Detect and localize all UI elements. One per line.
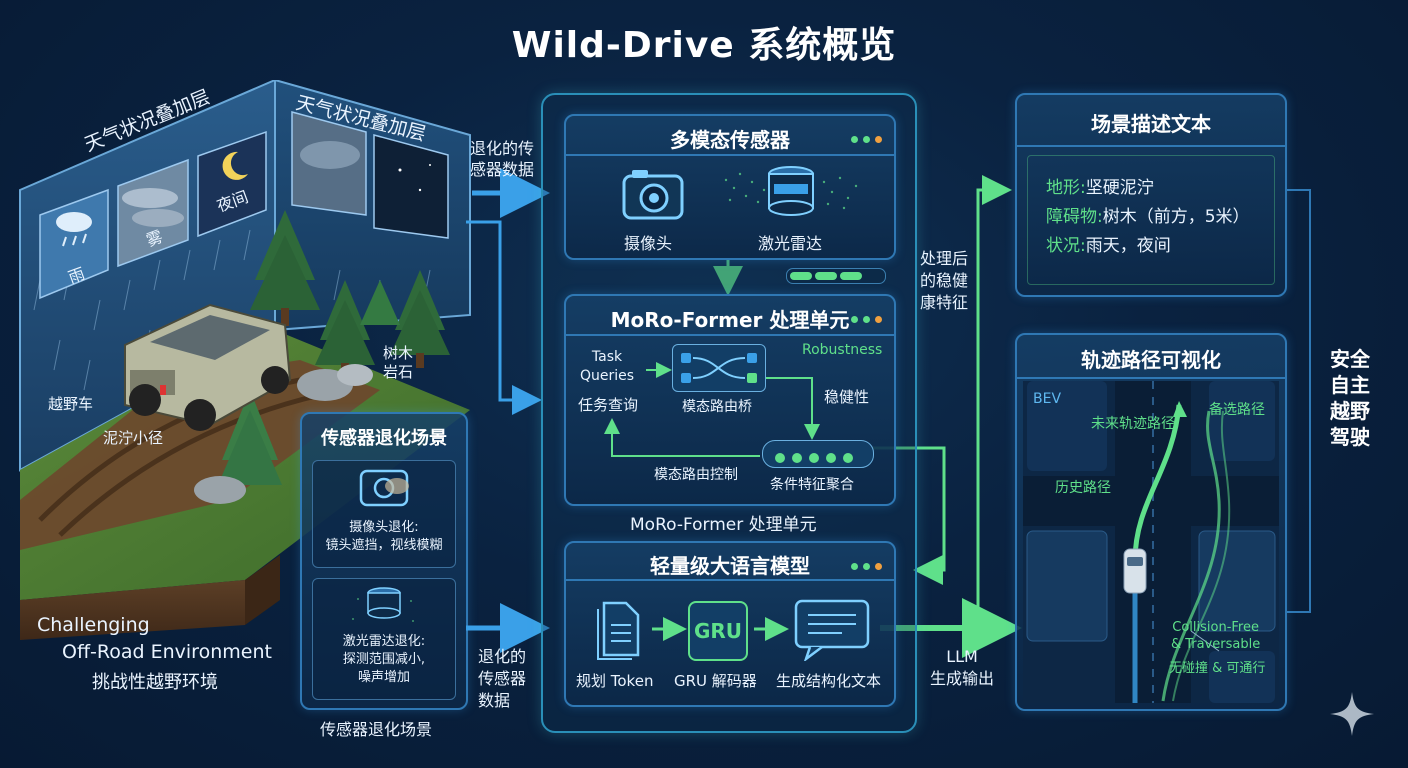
bev-label: BEV bbox=[1033, 391, 1062, 407]
sensor-degradation-caption: 传感器退化场景 bbox=[320, 720, 433, 739]
window-dots bbox=[846, 555, 882, 574]
robustness-cn-label: 稳健性 bbox=[824, 388, 870, 406]
page-title: Wild-Drive 系统概览 bbox=[511, 25, 897, 66]
rocks bbox=[194, 364, 373, 504]
processing-progress-bar bbox=[786, 268, 886, 284]
moro-internal-arrows bbox=[604, 362, 820, 457]
sparkle-icon bbox=[1330, 692, 1374, 736]
camera-degradation-card: 摄像头退化: 镜头遮挡，视线模糊 bbox=[312, 460, 456, 568]
arrow-moro-to-llm bbox=[870, 446, 946, 585]
camera-label: 摄像头 bbox=[624, 234, 673, 253]
feature-aggregation-box bbox=[762, 440, 874, 468]
gru-decoder-label: GRU 解码器 bbox=[674, 672, 757, 690]
offroad-vehicle bbox=[124, 303, 292, 431]
lidar-degraded-icon bbox=[352, 587, 414, 622]
env-cn: 挑战性越野环境 bbox=[92, 672, 218, 693]
llm-output-label: LLM 生成输出 bbox=[930, 647, 995, 688]
arrow-to-scene-text bbox=[976, 175, 1012, 628]
weather-tile-night bbox=[197, 130, 267, 238]
multimodal-sensors-title: 多模态传感器 bbox=[670, 128, 790, 152]
alt-path-line bbox=[1161, 410, 1221, 702]
vehicle-label: 越野车 bbox=[48, 395, 94, 413]
llm-internal-arrows bbox=[652, 617, 789, 641]
arrow-scene-to-moro bbox=[466, 220, 542, 415]
alt-path-label: 备选路径 bbox=[1209, 402, 1265, 418]
gru-block: GRU bbox=[688, 601, 748, 661]
sensor-degradation-title: 传感器退化场景 bbox=[321, 428, 447, 449]
camera-degradation-text: 摄像头退化: 镜头遮挡，视线模糊 bbox=[325, 520, 443, 553]
weather-tile-storm bbox=[291, 111, 367, 216]
weather-tile-dark bbox=[373, 134, 449, 239]
history-path-label: 历史路径 bbox=[1055, 480, 1111, 496]
offroad-scene bbox=[19, 80, 471, 640]
plan-token-label: 规划 Token bbox=[576, 672, 654, 690]
mud-path-label: 泥泞小径 bbox=[103, 429, 164, 447]
ego-vehicle bbox=[1123, 548, 1147, 594]
task-queries-cn-label: 任务查询 bbox=[578, 396, 639, 414]
collision-free-en-label: Collision-Free & Traversable bbox=[1171, 620, 1261, 652]
trajectory-panel: 轨迹路径可视化 BEV 未来轨迹路径 备选路径 历史路径 Collision-F… bbox=[1015, 333, 1287, 711]
lidar-icon bbox=[724, 166, 858, 216]
degraded-data-bottom-label: 退化的 传感器 数据 bbox=[478, 647, 527, 710]
lidar-label: 激光雷达 bbox=[758, 234, 823, 253]
trajectory-title: 轨迹路径可视化 bbox=[1081, 348, 1221, 372]
obstacle-row: 障碍物:树木（前方，5米） bbox=[1046, 207, 1250, 227]
task-queries-label: Task Queries bbox=[580, 349, 635, 384]
future-path-line bbox=[1132, 404, 1182, 562]
chat-icon bbox=[794, 599, 870, 661]
document-icon bbox=[597, 601, 640, 660]
window-dots bbox=[846, 308, 882, 327]
scene-text-frame: 地形:坚硬泥泞 障碍物:树木（前方，5米） 状况:雨天，夜间 bbox=[1027, 155, 1275, 285]
output-bracket bbox=[1286, 189, 1311, 613]
cond-aggregation-label: 条件特征聚合 bbox=[770, 477, 854, 493]
trees-rocks-label: 树木 岩石 bbox=[383, 344, 414, 381]
llm-title: 轻量级大语言模型 bbox=[650, 554, 810, 578]
lidar-degradation-card: 激光雷达退化: 探测范围减小, 噪声增加 bbox=[312, 578, 456, 700]
lidar-degradation-text: 激光雷达退化: 探测范围减小, 噪声增加 bbox=[342, 634, 426, 685]
safe-driving-label: 安全 自主 越野 驾驶 bbox=[1330, 347, 1370, 449]
modal-bridge-box bbox=[672, 344, 766, 392]
camera-degraded-icon bbox=[359, 469, 409, 507]
moon-icon bbox=[222, 151, 248, 180]
bev-map bbox=[1023, 381, 1279, 703]
modal-bridge-label: 模态路由桥 bbox=[682, 399, 752, 415]
mud-path bbox=[20, 360, 380, 550]
moro-former-panel: MoRo-Former 处理单元 Task Queries 任务查询 模态路由桥… bbox=[564, 294, 896, 506]
robustness-label: Robustness bbox=[802, 342, 883, 358]
future-path-label: 未来轨迹路径 bbox=[1091, 416, 1175, 432]
collision-free-cn-label: 无碰撞 & 可通行 bbox=[1169, 661, 1266, 676]
multimodal-sensors-panel: 多模态传感器 摄像头 激光雷达 bbox=[564, 114, 896, 260]
llm-panel: 轻量级大语言模型 GRU 规划 Token GRU 解码器 生成结构化文本 bbox=[564, 541, 896, 707]
sensor-degradation-panel: 传感器退化场景 摄像头退化: 镜头遮挡，视线模糊 激光雷达退化: 探测范围减小,… bbox=[300, 412, 468, 710]
routing-control-label: 模态路由控制 bbox=[654, 467, 738, 483]
pine-trees bbox=[218, 210, 450, 485]
moro-former-title: MoRo-Former 处理单元 bbox=[610, 308, 850, 332]
soil-face bbox=[20, 550, 245, 640]
rain-cloud-icon bbox=[56, 212, 92, 232]
env-en-line1: Challenging bbox=[37, 614, 150, 636]
weather-tile-fog bbox=[117, 158, 189, 268]
scene-description-panel: 场景描述文本 地形:坚硬泥泞 障碍物:树木（前方，5米） 状况:雨天，夜间 bbox=[1015, 93, 1287, 297]
moro-former-caption: MoRo-Former 处理单元 bbox=[630, 515, 817, 535]
routing-icon bbox=[681, 353, 757, 383]
generated-text-label: 生成结构化文本 bbox=[776, 672, 882, 690]
window-dots bbox=[846, 128, 882, 147]
scene-description-title: 场景描述文本 bbox=[1091, 112, 1211, 136]
terrain-row: 地形:坚硬泥泞 bbox=[1046, 178, 1154, 198]
condition-row: 状况:雨天，夜间 bbox=[1046, 236, 1171, 256]
degraded-data-top-label: 退化的传 感器数据 bbox=[470, 139, 535, 179]
weather-tile-rain bbox=[39, 188, 109, 300]
camera-icon bbox=[622, 170, 684, 220]
env-en-line2: Off-Road Environment bbox=[62, 641, 272, 663]
processed-features-label: 处理后 的稳健 康特征 bbox=[920, 249, 969, 312]
